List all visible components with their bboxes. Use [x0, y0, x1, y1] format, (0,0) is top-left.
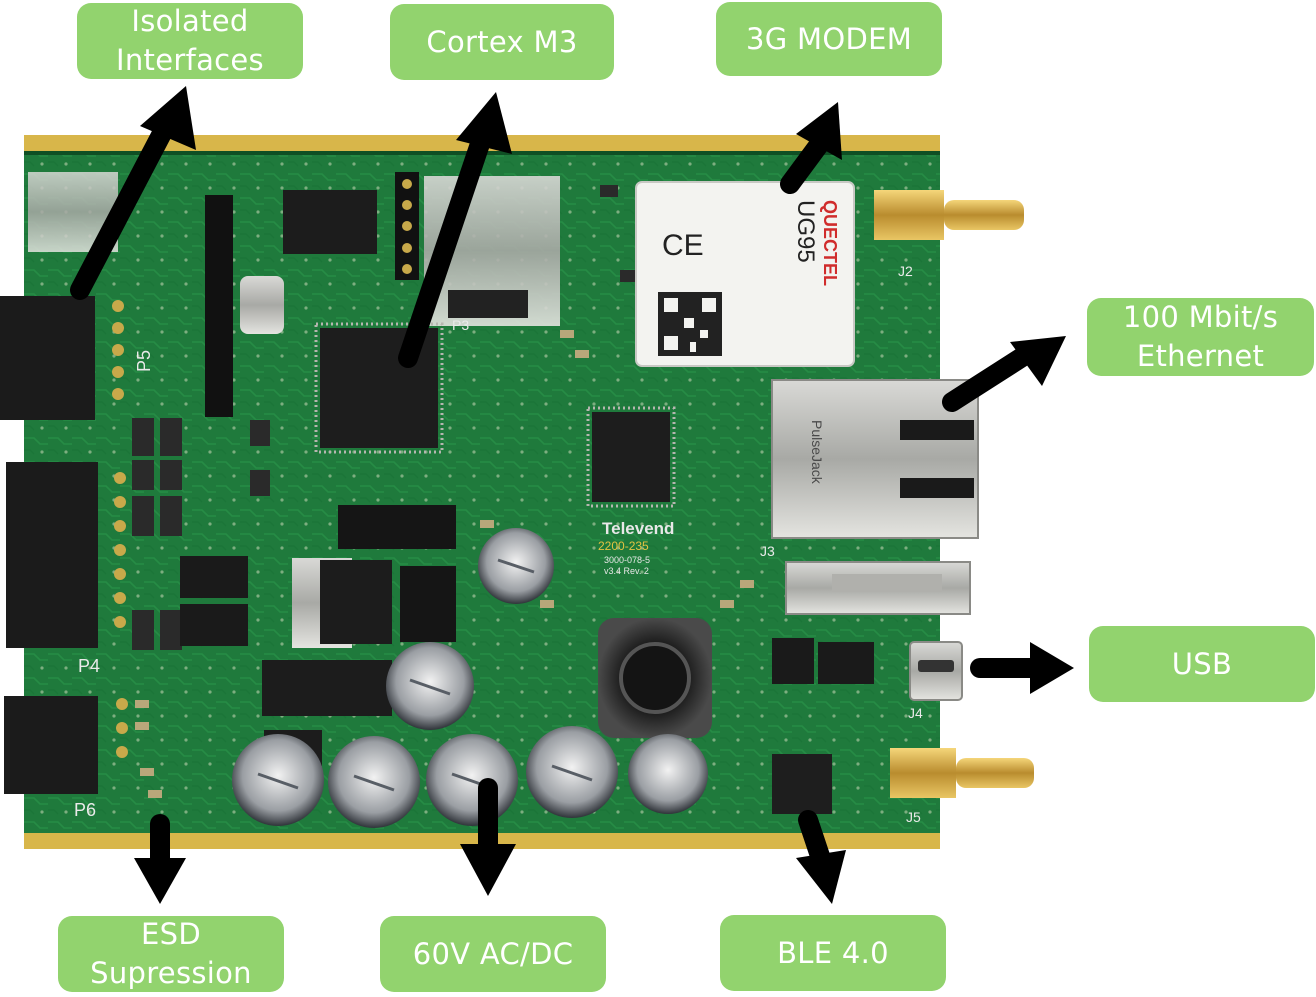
callout-cortex-m3: Cortex M3 — [390, 4, 614, 80]
svg-text:CE: CE — [662, 229, 704, 262]
label-j2: J2 — [898, 263, 913, 279]
connector-p5 — [0, 296, 95, 420]
board-version: v3.4 Rev. 2 — [604, 566, 649, 576]
arrow-modem — [780, 102, 842, 194]
label-p6: P6 — [74, 800, 96, 820]
callout-esd-supression: ESD Supression — [58, 916, 284, 992]
callout-ble: BLE 4.0 — [720, 915, 946, 991]
label-p3: P3 — [452, 317, 469, 333]
label-j3: J3 — [760, 543, 775, 559]
label-j4: J4 — [908, 705, 923, 721]
callout-isolated-interfaces: Isolated Interfaces — [77, 3, 303, 79]
callout-3g-modem: 3G MODEM — [716, 2, 942, 76]
callout-ethernet: 100 Mbit/s Ethernet — [1087, 298, 1314, 376]
label-p5: P5 — [134, 350, 154, 372]
arrow-ethernet — [942, 336, 1066, 412]
callout-60v-ac-dc: 60V AC/DC — [380, 916, 606, 992]
modem-model: UG95 — [792, 200, 819, 263]
label-j5: J5 — [906, 809, 921, 825]
board-revision: 3000-078-5 — [604, 555, 650, 565]
callout-usb: USB — [1089, 626, 1315, 702]
arrow-esd — [134, 814, 186, 904]
ethernet-jack-brand: PulseJack — [809, 420, 825, 485]
arrow-cortex — [398, 92, 512, 368]
arrow-power — [460, 778, 516, 896]
modem-brand: QUECTEL — [820, 200, 840, 286]
connector-p6 — [4, 696, 98, 794]
board-brand: Televend — [602, 519, 674, 538]
connector-p4 — [6, 462, 98, 648]
label-p4: P4 — [78, 656, 100, 676]
arrow-ble — [796, 810, 846, 904]
board-part-number: 2200-235 — [598, 539, 649, 553]
ble-chip — [772, 754, 832, 814]
callout-arrows — [70, 86, 1074, 904]
arrow-usb — [970, 642, 1074, 694]
arrow-isolated — [70, 86, 196, 300]
